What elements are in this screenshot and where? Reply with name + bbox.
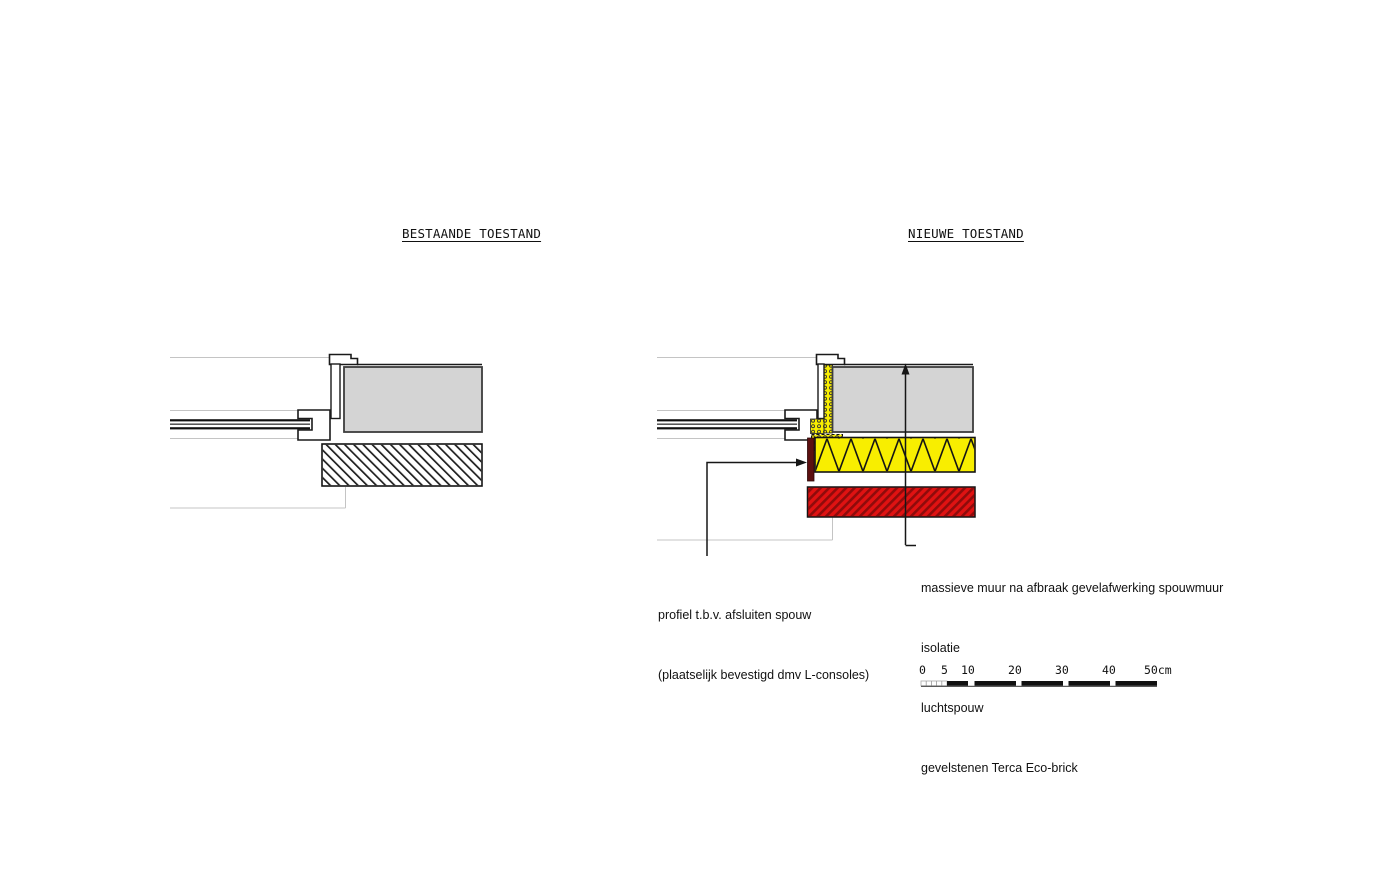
- scale-label-20: 20: [1008, 663, 1022, 677]
- scale-label-10: 10: [961, 663, 975, 677]
- arrowhead-right: [796, 458, 807, 467]
- scale-label-50cm: 50cm: [1144, 663, 1172, 677]
- cavity-insulation-strip: [823, 364, 833, 434]
- annotation-massieve-muur-line2: isolatie: [921, 641, 960, 655]
- leader-line-profiel: [706, 458, 807, 556]
- scale-label-30: 30: [1055, 663, 1069, 677]
- window-head-cap: [815, 353, 846, 366]
- leader-line-massieve-muur: [901, 363, 916, 547]
- new-condition-drawing: [657, 353, 976, 556]
- window-frame: [297, 409, 331, 441]
- window-head-cap: [328, 353, 359, 366]
- massive-wall-slab: [831, 366, 974, 433]
- scale-label-40: 40: [1102, 663, 1116, 677]
- annotation-profiel-line2: (plaatselijk bevestigd dmv L-consoles): [658, 668, 870, 682]
- scale-bar: [920, 680, 1157, 687]
- floor-slab: [343, 366, 483, 433]
- insulation-infill: [810, 418, 825, 434]
- annotation-massieve-muur-line3: luchtspouw: [921, 701, 984, 715]
- insulation-zigzag-hatch: [815, 438, 975, 472]
- annotation-massieve-muur-line1: massieve muur na afbraak gevelafwerking …: [921, 581, 1224, 595]
- window-frame-stem: [817, 363, 825, 420]
- brick-hatch: [808, 487, 975, 517]
- arrowhead-up: [901, 363, 910, 375]
- scale-bar-ticks: [925, 681, 943, 686]
- masonry-hatch: [322, 444, 482, 486]
- window-frame-stem: [330, 363, 341, 420]
- annotation-massieve-muur: massieve muur na afbraak gevelafwerking …: [921, 538, 1223, 818]
- scale-label-0: 0: [919, 663, 926, 677]
- title-new-condition: NIEUWE TOESTAND: [908, 226, 1024, 241]
- glazing-lines: [657, 419, 797, 430]
- annotation-profiel: profiel t.b.v. afsluiten spouw (plaatsel…: [658, 565, 869, 725]
- scale-bar-black-segments: [947, 681, 1157, 686]
- title-existing-condition: BESTAANDE TOESTAND: [402, 226, 542, 241]
- scale-label-5: 5: [941, 663, 948, 677]
- scale-bar-baseline: [921, 685, 1157, 687]
- existing-condition-drawing: [170, 353, 483, 509]
- cavity-closer-profile: [807, 437, 815, 482]
- annotation-profiel-line1: profiel t.b.v. afsluiten spouw: [658, 608, 812, 622]
- annotation-massieve-muur-line4: gevelstenen Terca Eco-brick: [921, 761, 1078, 775]
- glazing-lines: [170, 419, 310, 430]
